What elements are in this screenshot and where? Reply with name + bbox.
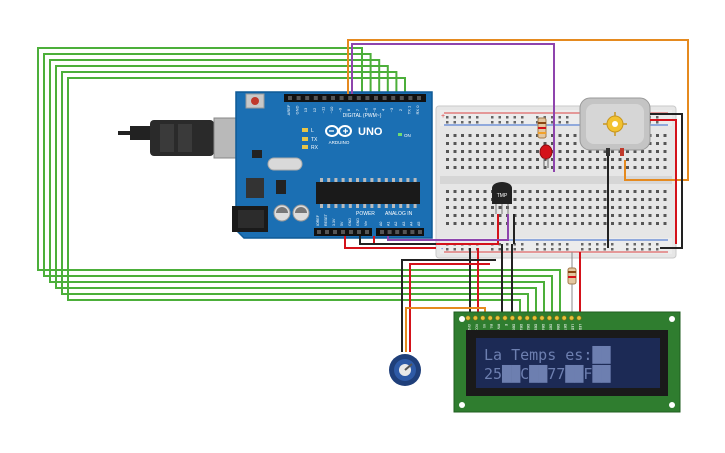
pot-power-wire[interactable]: [409, 263, 490, 352]
analog-pin-label: A0: [379, 222, 383, 226]
pot-ground-wire[interactable]: [401, 259, 496, 352]
digital-pin-label: 2: [398, 108, 403, 111]
lcd-screen: [476, 338, 660, 388]
digital-header: [284, 94, 426, 102]
lcd-pin-label: LED: [571, 324, 575, 331]
green-wire[interactable]: [61, 71, 529, 320]
arduino-logo: [325, 125, 352, 137]
lcd-pin-label: DB1: [519, 324, 523, 330]
digital-pin-label: 7: [355, 108, 360, 111]
digital-pin-label: 4: [381, 108, 386, 111]
lcd-pin-label: DB0: [511, 324, 515, 330]
analog-pin-label: A5: [417, 222, 421, 226]
lcd-pin-label: DB2: [526, 324, 530, 330]
power-pin-label: GND: [356, 218, 360, 226]
arduino-gnd-wire[interactable]: [359, 236, 436, 245]
lcd-pin-label: DB3: [534, 324, 538, 330]
rail-minus-label: -: [441, 246, 444, 253]
digital-pin-label: ~6: [363, 107, 368, 112]
digital-pin-label: ~10: [329, 106, 334, 114]
digital-pin-label: 8: [346, 108, 351, 111]
lcd-pin-label: DB6: [556, 324, 560, 330]
power-pin-label: GND: [348, 218, 352, 226]
usb-cable-plug: [118, 126, 150, 140]
digital-pin-label: ~5: [372, 107, 377, 112]
analog-pin-label: A4: [409, 222, 413, 226]
digital-pin-label: TX 1: [406, 105, 411, 114]
analog-label: ANALOG IN: [385, 211, 413, 217]
digital-label: DIGITAL (PWM~): [343, 113, 382, 119]
analog-header: [376, 228, 424, 236]
lcd-pin-label: VCC: [474, 324, 478, 331]
lcd-pin-label: RW: [497, 324, 501, 329]
lcd-line-1: La Temps es:██: [484, 345, 611, 364]
arduino-5v-wire[interactable]: [344, 236, 436, 249]
red-led[interactable]: [537, 117, 553, 168]
dc-motor[interactable]: [579, 97, 651, 156]
lcd-pin-label: GND: [467, 324, 471, 332]
power-pin-label: 5V: [340, 221, 344, 226]
purple-wire-led[interactable]: [351, 43, 555, 172]
l-led-label: L: [311, 128, 314, 134]
digital-pin-label: 12: [312, 107, 317, 112]
power-pin-label: Vin: [364, 221, 368, 226]
black-wire-rail[interactable]: [650, 113, 683, 249]
atmega-chip: [316, 182, 420, 204]
lcd-pin-label: V0: [482, 324, 486, 328]
power-pin-label: 3.3V: [332, 218, 336, 226]
arduino-brand: ARDUINO: [329, 140, 350, 145]
green-data-wires[interactable]: [37, 47, 561, 320]
rail-plus-label: +: [441, 113, 445, 120]
lcd-pin-label: E: [504, 324, 508, 326]
lcd-pin-label: DB4: [541, 324, 545, 330]
temperature-sensor[interactable]: TMP: [492, 182, 512, 214]
analog-pin-label: A2: [394, 222, 398, 226]
digital-pin-label: ~11: [320, 106, 325, 113]
power-pin-label: IOREF: [316, 214, 320, 226]
digital-pin-label: RX 0: [415, 105, 420, 115]
voltage-regulator: [246, 178, 264, 198]
green-wire[interactable]: [55, 65, 537, 320]
lcd-pin-label: LED: [578, 324, 582, 331]
sensor-signal-wire[interactable]: [387, 214, 509, 241]
rx-led-label: RX: [311, 145, 319, 151]
tx-led-label: TX: [311, 137, 318, 143]
lcd-pin-label: RS: [489, 324, 493, 328]
crystal-oscillator: [267, 157, 303, 171]
power-label: POWER: [356, 211, 375, 217]
uno-label: UNO: [358, 126, 383, 138]
power-pin-label: RESET: [324, 213, 328, 226]
lcd-line-2: 25██C██77██F██: [484, 364, 611, 383]
lcd-pin-label: DB5: [548, 324, 552, 330]
analog-pin-label: A1: [387, 222, 391, 226]
potentiometer[interactable]: [389, 354, 421, 386]
analog-pin-label: A3: [402, 222, 406, 226]
lcd-pin-label: DB7: [563, 324, 567, 330]
digital-pin-label: ~9: [338, 107, 343, 112]
orange-wire-motor[interactable]: [347, 39, 689, 181]
digital-pin-label: 13: [303, 107, 308, 112]
digital-pin-label: GND: [295, 105, 300, 114]
digital-pin-label: AREF: [286, 104, 291, 115]
digital-pin-label: ~3: [389, 107, 394, 112]
green-wire[interactable]: [67, 77, 521, 320]
on-label: ON: [404, 133, 411, 138]
tmp-label: TMP: [497, 193, 508, 199]
lcd-resistor[interactable]: [567, 252, 577, 318]
green-wire[interactable]: [37, 47, 561, 320]
red-wire-rail[interactable]: [650, 119, 677, 244]
